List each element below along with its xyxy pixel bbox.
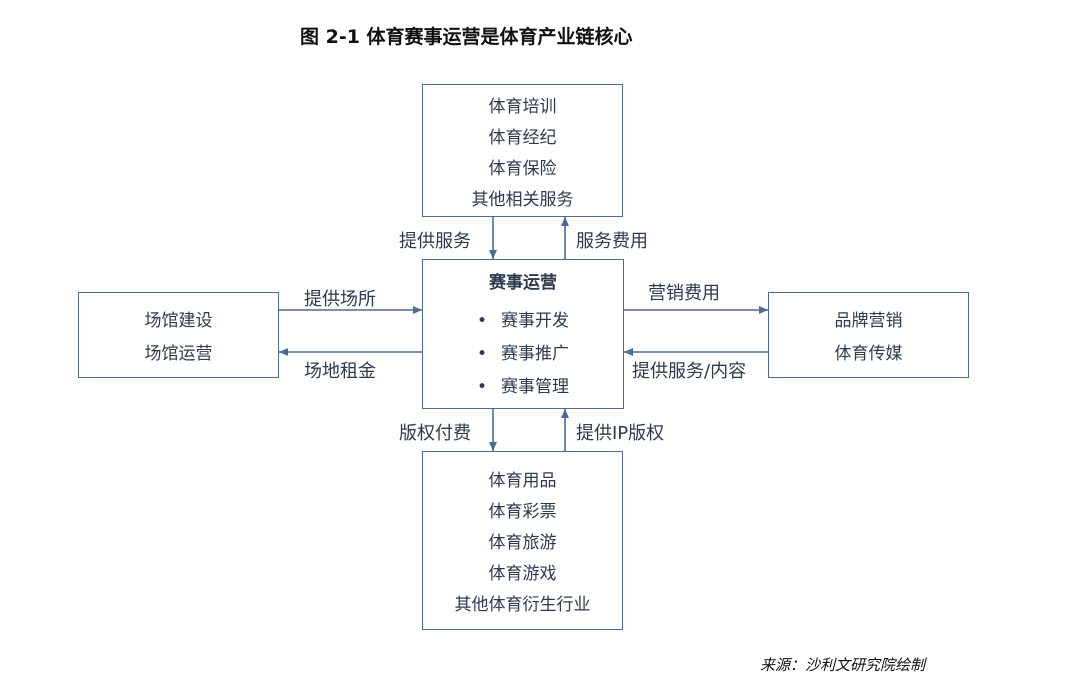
label-provide-venue: 提供场所 xyxy=(304,289,376,310)
right-item: 品牌营销 xyxy=(834,311,903,331)
bottom-derivatives-box: 体育用品 体育彩票 体育旅游 体育游戏 其他体育衍生行业 xyxy=(422,451,623,630)
bottom-item: 体育旅游 xyxy=(488,533,557,553)
bullet-icon: • xyxy=(477,343,488,364)
label-provide-services-content: 提供服务/内容 xyxy=(632,361,747,382)
figure-title: 图 2-1 体育赛事运营是体育产业链核心 xyxy=(300,26,633,48)
center-item-label: 赛事管理 xyxy=(501,376,569,397)
bottom-item: 体育用品 xyxy=(488,471,557,491)
label-service-fees: 服务费用 xyxy=(576,231,648,252)
label-copyright-payment: 版权付费 xyxy=(399,423,471,444)
bottom-item: 其他体育衍生行业 xyxy=(454,595,591,615)
top-item: 其他相关服务 xyxy=(471,189,574,210)
label-provide-ip-copyright: 提供IP版权 xyxy=(576,423,665,444)
left-item: 场馆运营 xyxy=(144,344,213,364)
center-item-label: 赛事开发 xyxy=(501,310,569,331)
center-title: 赛事运营 xyxy=(489,272,557,293)
source-note: 来源：沙利文研究院绘制 xyxy=(760,656,926,674)
center-item-label: 赛事推广 xyxy=(501,343,569,364)
left-venue-box: 场馆建设 场馆运营 xyxy=(78,292,279,378)
label-provide-services: 提供服务 xyxy=(399,231,471,252)
bullet-icon: • xyxy=(477,310,488,331)
top-services-box: 体育培训 体育经纪 体育保险 其他相关服务 xyxy=(422,84,623,217)
bullet-icon: • xyxy=(477,376,488,397)
top-item: 体育经纪 xyxy=(488,127,557,148)
bottom-item: 体育游戏 xyxy=(488,564,557,584)
label-marketing-fees: 营销费用 xyxy=(648,283,720,304)
top-item: 体育保险 xyxy=(488,158,557,179)
bottom-item: 体育彩票 xyxy=(488,502,557,522)
center-list-item: • 赛事开发 xyxy=(477,306,569,331)
center-list-item: • 赛事推广 xyxy=(477,339,569,364)
label-venue-rent: 场地租金 xyxy=(304,361,376,382)
left-item: 场馆建设 xyxy=(144,311,213,331)
center-event-operation-box: 赛事运营 • 赛事开发 • 赛事推广 • 赛事管理 xyxy=(422,259,624,409)
center-list-item: • 赛事管理 xyxy=(477,372,569,397)
top-item: 体育培训 xyxy=(488,96,557,117)
right-marketing-box: 品牌营销 体育传媒 xyxy=(768,292,969,378)
right-item: 体育传媒 xyxy=(834,344,903,364)
